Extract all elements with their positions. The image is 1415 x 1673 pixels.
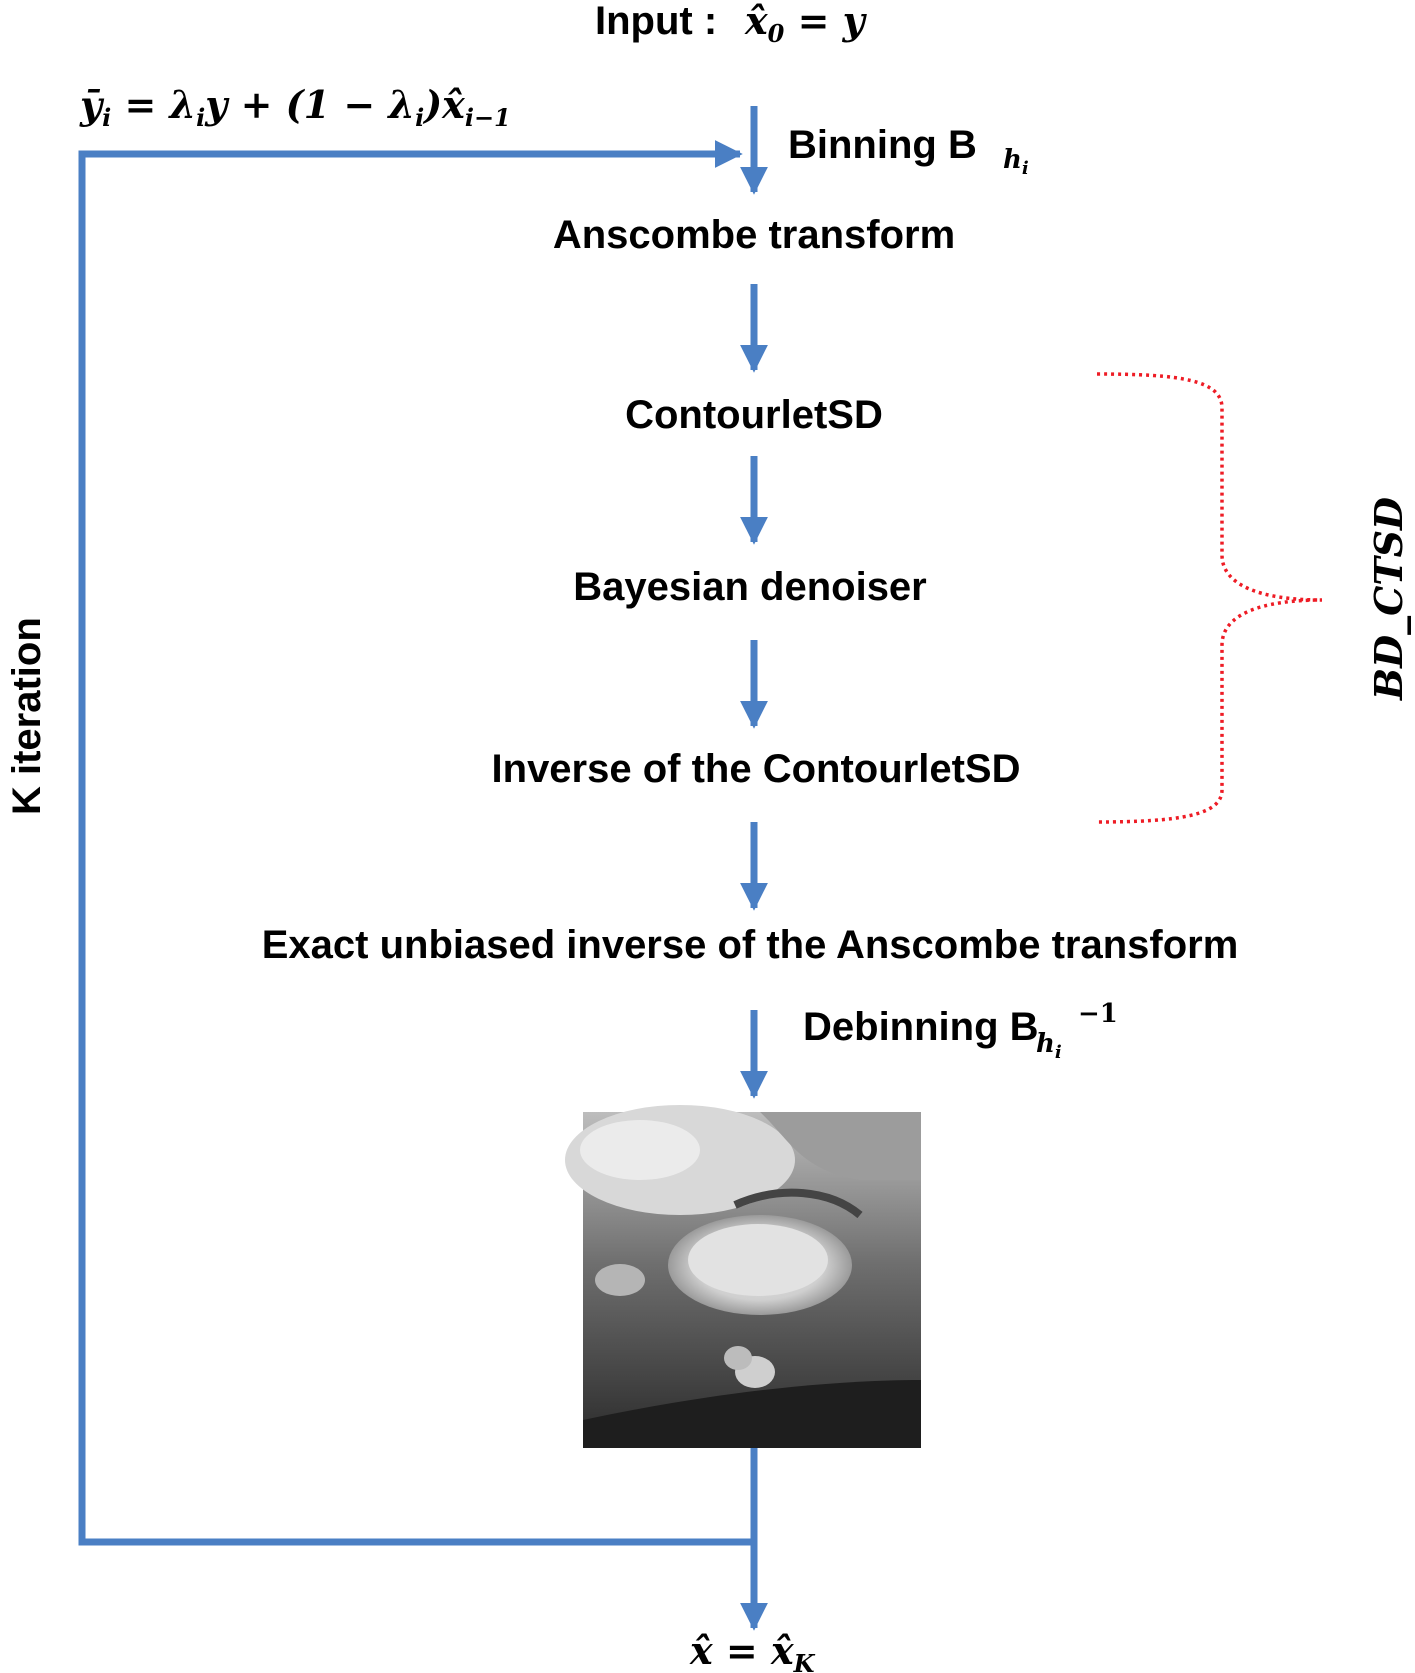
step-inverse-contourletsd: Inverse of the ContourletSD (492, 747, 1021, 791)
bd-ctsd-brace (1096, 372, 1323, 824)
debinning-superscript: −1 (1078, 999, 1118, 1029)
grayscale-ultrasound-image (565, 1105, 921, 1448)
binning-subscript: hi (1003, 145, 1029, 179)
step-exact-inverse: Exact unbiased inverse of the Anscombe t… (262, 923, 1239, 967)
group-label: BD_CTSD (1366, 497, 1411, 701)
step-bayesian: Bayesian denoiser (573, 565, 927, 609)
input-label: Input : (595, 0, 717, 43)
debinning-subscript: hi (1036, 1029, 1062, 1063)
debinning-label: Debinning B (803, 1005, 1039, 1049)
binning-label: Binning B (788, 123, 977, 167)
input-formula: x̂0 = y (744, 0, 868, 48)
output-label: x̂ = x̂K (689, 1628, 816, 1673)
step-anscombe: Anscombe transform (553, 213, 955, 257)
feedback-formula: ȳi = λiy + (1 − λi)x̂i−1 (79, 82, 511, 132)
feedback-loop-line (78, 140, 754, 1546)
loop-label: K iteration (5, 617, 49, 815)
step-contourletsd: ContourletSD (625, 393, 883, 437)
